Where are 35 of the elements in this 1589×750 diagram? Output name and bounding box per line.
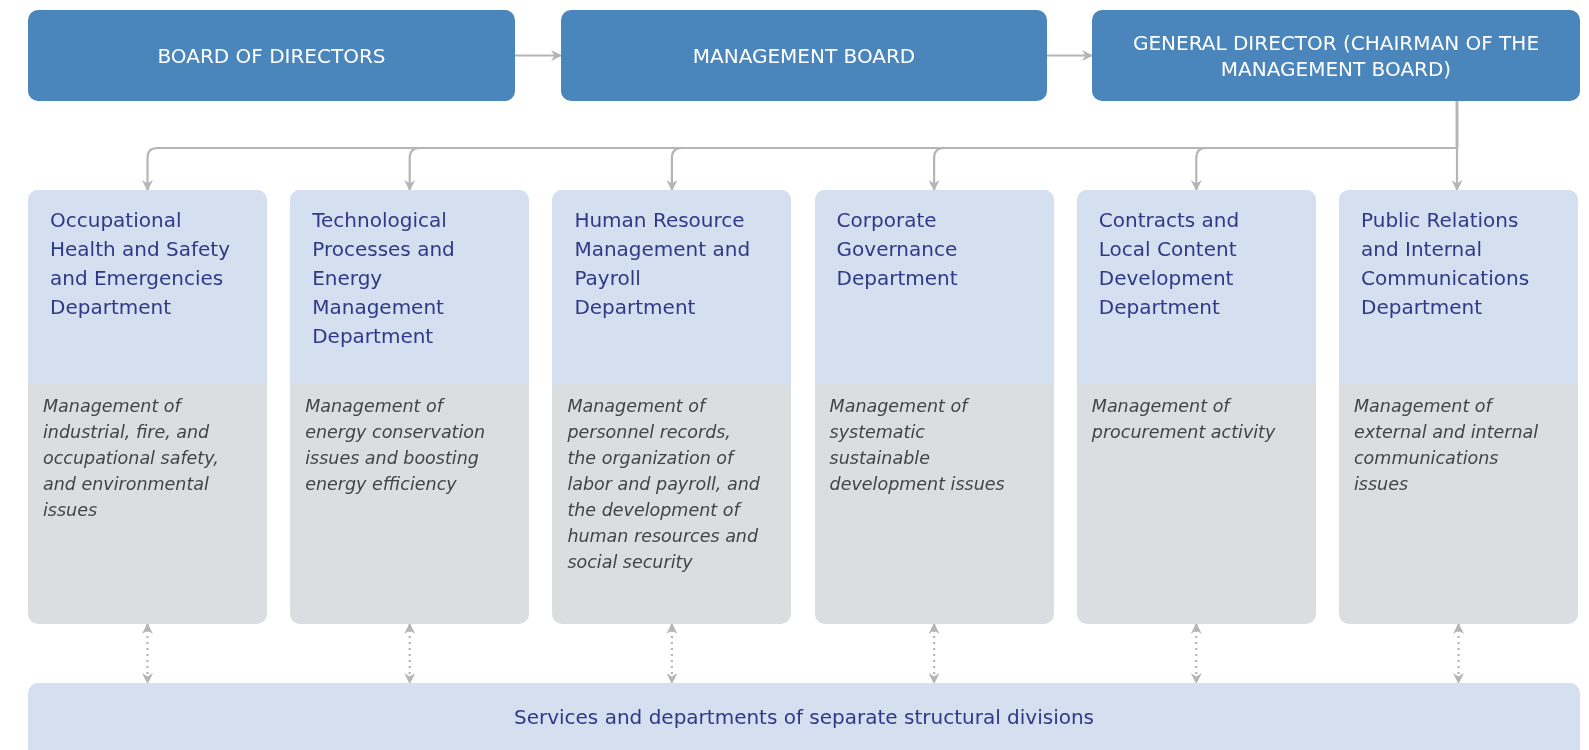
department-name: Contracts and Local Content Development Department xyxy=(1098,207,1241,321)
department-description: Management of energy conservation issues and boosting energy efficiency xyxy=(304,395,487,496)
arrow xyxy=(1190,622,1202,685)
department-description: Management of industrial, fire, and occupational safety, and environmental issues xyxy=(42,395,220,522)
department-name: Technological Processes and Energy Management Department xyxy=(312,207,456,350)
department-name: Occupational Health and Safety and Emergencies Department xyxy=(50,207,231,321)
arrow xyxy=(666,622,678,685)
box-title: GENERAL DIRECTOR (CHAIRMAN OF THE MANAGEMENT BOARD) xyxy=(1132,29,1540,82)
arrow xyxy=(515,50,563,61)
arrow xyxy=(1453,622,1464,685)
department-name: Human Resource Management and Payroll Department xyxy=(574,207,752,321)
department-card xyxy=(1076,190,1316,624)
org-box xyxy=(1092,10,1580,101)
department-name: Corporate Governance Department xyxy=(836,207,959,292)
department-description: Management of external and internal communications issues xyxy=(1353,395,1540,496)
arrow xyxy=(1047,50,1094,61)
org-box xyxy=(561,10,1047,101)
bar-title: Services and departments of separate structural divisions xyxy=(513,704,1095,729)
department-card xyxy=(1339,190,1578,624)
arrow xyxy=(142,622,153,685)
divisions-bar xyxy=(28,683,1580,750)
department-card xyxy=(290,190,530,624)
department-card xyxy=(28,190,267,624)
department-description: Management of systematic sustainable development issues xyxy=(828,395,1006,496)
box-title: MANAGEMENT BOARD xyxy=(692,42,916,69)
box-title: BOARD OF DIRECTORS xyxy=(157,42,386,69)
department-name: Public Relations and Internal Communications Department xyxy=(1361,207,1531,321)
arrow xyxy=(928,622,940,685)
department-card xyxy=(814,190,1054,624)
department-card xyxy=(552,190,792,624)
arrow xyxy=(1451,101,1463,192)
department-description: Management of procurement activity xyxy=(1090,395,1277,444)
arrow xyxy=(404,622,416,685)
department-description: Management of personnel records, the organization of labor and payroll, and the development of human resources and social security xyxy=(566,395,761,574)
org-box xyxy=(28,10,515,101)
